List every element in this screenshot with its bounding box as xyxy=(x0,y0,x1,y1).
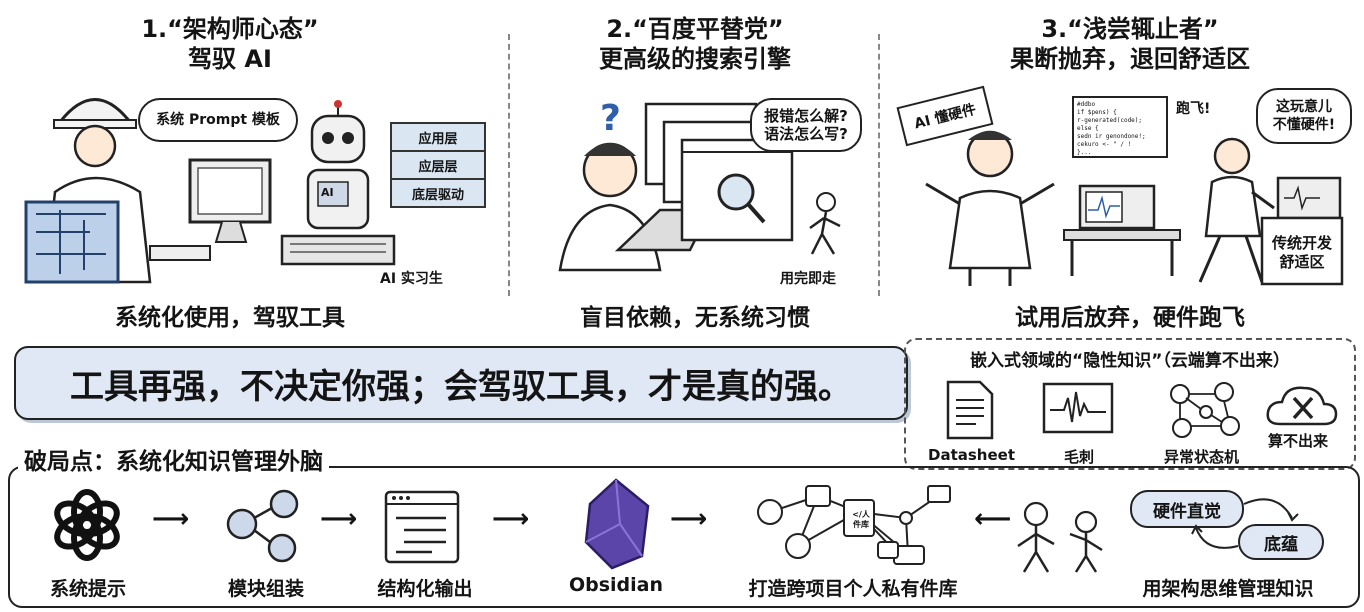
tacit-knowledge-box xyxy=(904,338,1356,470)
step-architecture-knowledge: 用架构思维管理知识 xyxy=(1142,578,1314,600)
knowledge-graph-icon xyxy=(757,485,951,565)
hardware-intuition-badge: 硬件直觉 xyxy=(1130,490,1244,528)
state-machine-icon xyxy=(1170,382,1240,438)
two-people-icon xyxy=(1017,501,1103,573)
openai-knot-icon xyxy=(54,489,120,561)
glitch-waveform-icon xyxy=(1042,382,1114,434)
step-obsidian: Obsidian xyxy=(568,574,664,596)
engineer-illustration xyxy=(24,98,152,284)
step-structured-output: 结构化输出 xyxy=(377,578,473,600)
datasheet-label: Datasheet xyxy=(928,446,1015,464)
computer-icon xyxy=(149,158,272,261)
frustrated-engineer-illustration xyxy=(925,130,1055,286)
not-understand-hardware-bubble: 这玩意儿不懂硬件! xyxy=(1256,88,1352,144)
step-module-assembly: 模块组装 xyxy=(227,578,304,600)
leaving-engineer-illustration xyxy=(1198,137,1275,283)
panel2-title: 2.“百度平替党”更高级的搜索引擎 xyxy=(599,15,791,73)
svg-text:?: ? xyxy=(600,98,621,139)
panel3-title: 3.“浅尝辄止者”果断抛弃，退回舒适区 xyxy=(1010,15,1250,73)
obsidian-logo-icon xyxy=(584,478,650,570)
panel1-caption: 系统化使用，驾驭工具 xyxy=(115,305,345,331)
robot-chest-label: AI xyxy=(321,186,334,199)
walking-figure-icon xyxy=(809,192,841,255)
run-away-text: 跑飞! xyxy=(1176,101,1211,117)
glitch-label: 毛刺 xyxy=(1064,448,1095,466)
cycle-arrows-icon xyxy=(1191,498,1299,549)
step-system-prompt: 系统提示 xyxy=(49,578,126,600)
step-personal-library: 打造跨项目个人私有件库 xyxy=(748,578,958,600)
breakthrough-box xyxy=(8,466,1360,608)
structured-doc-icon xyxy=(384,490,460,564)
library-file-icon: </人件库 xyxy=(852,510,870,529)
cannot-compute-label: 算不出来 xyxy=(1268,432,1329,450)
cloud-cannot-compute-icon xyxy=(1266,386,1338,426)
arrow-icon: ⟶ xyxy=(320,504,358,534)
ai-intern-label: AI 实习生 xyxy=(380,271,443,287)
panel1-title: 1.“架构师心态”驾驭 AI xyxy=(141,15,319,73)
divider-1 xyxy=(508,34,510,296)
datasheet-icon xyxy=(946,380,994,440)
arrow-left-icon: ⟵ xyxy=(974,504,1012,534)
use-and-leave-label: 用完即走 xyxy=(780,271,836,287)
question-bubble: 报错怎么解?语法怎么写? xyxy=(750,98,862,152)
state-machine-label: 异常状态机 xyxy=(1164,448,1240,466)
arrow-icon: ⟶ xyxy=(670,504,708,534)
slogan-banner: 工具再强，不决定你强；会驾驭工具，才是真的强。 xyxy=(14,346,908,420)
gears-assembly-icon xyxy=(226,489,299,563)
tacit-knowledge-title: 嵌入式领域的“隐性知识”（云端算不出来） xyxy=(970,351,1290,371)
oscilloscope-on-desk-icon xyxy=(1063,184,1181,276)
foundation-badge: 底蕴 xyxy=(1238,524,1324,560)
prompt-template-bubble: 系统 Prompt 模板 xyxy=(138,98,298,142)
panel3-caption: 试用后放弃，硬件跑飞 xyxy=(1015,305,1245,331)
stack-layer-middle: 应层层 xyxy=(390,150,486,180)
robot-ai-intern-icon xyxy=(280,100,396,266)
search-windows-icon xyxy=(644,102,794,242)
arrow-icon: ⟶ xyxy=(152,504,190,534)
stack-layer-app: 应用层 xyxy=(390,122,486,152)
stack-layer-driver: 底层驱动 xyxy=(390,178,486,208)
comfort-zone-door-icon xyxy=(1260,176,1344,286)
breakthrough-title: 破局点：系统化知识管理外脑 xyxy=(18,442,329,476)
divider-2 xyxy=(878,34,880,296)
arrow-icon: ⟶ xyxy=(492,504,530,534)
panel2-caption: 盲目依赖，无系统习惯 xyxy=(580,305,810,331)
comfort-zone-label: 传统开发舒适区 xyxy=(1271,234,1332,271)
